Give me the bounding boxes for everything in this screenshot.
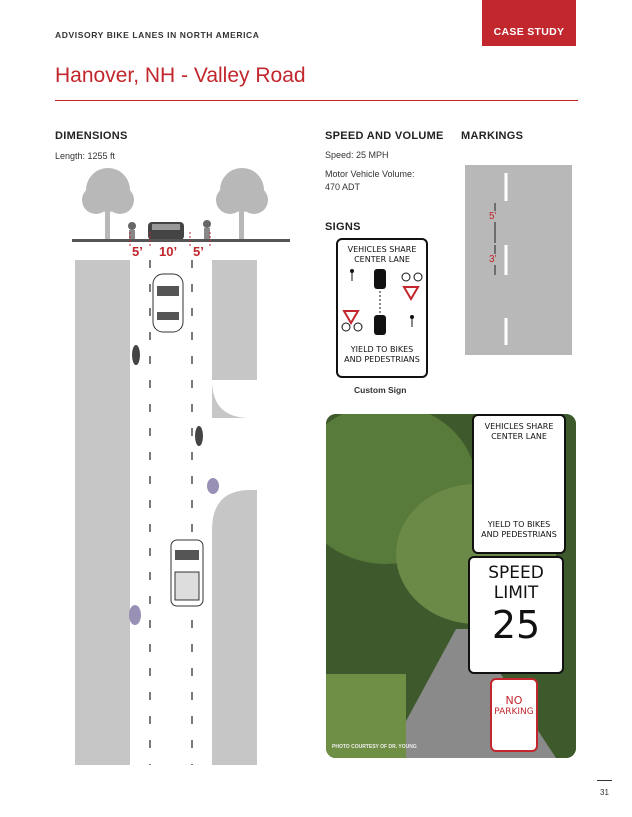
photo-sign-bottom-line2: AND PEDESTRIANS bbox=[481, 530, 557, 539]
photo-sign-top-line1: VEHICLES SHARE bbox=[484, 422, 554, 431]
publication-series-label: ADVISORY BIKE LANES IN NORTH AMERICA bbox=[55, 30, 260, 40]
speed-limit-sign: SPEED LIMIT 25 bbox=[468, 556, 564, 674]
length-text: Length: 1255 ft bbox=[55, 151, 116, 161]
ground-line bbox=[72, 239, 290, 242]
cyclist-plan-icon-4 bbox=[129, 605, 141, 625]
speed-text: Speed: 25 MPH bbox=[325, 150, 389, 160]
yield-icon-left bbox=[342, 310, 360, 325]
center-lane-width: 10’ bbox=[159, 244, 178, 259]
road-plan-view bbox=[75, 260, 257, 765]
custom-sign-caption: Custom Sign bbox=[354, 385, 407, 395]
stripe-length-label: 3’ bbox=[489, 254, 497, 265]
right-lane-width: 5’ bbox=[193, 244, 204, 259]
left-lane-width: 5’ bbox=[132, 244, 143, 259]
custom-sign: VEHICLES SHARE CENTER LANE YIELD TO BIKE… bbox=[336, 238, 428, 378]
signs-heading: SIGNS bbox=[325, 221, 361, 233]
speed-volume-heading: SPEED AND VOLUME bbox=[325, 130, 444, 142]
cyclist-plan-icon-3 bbox=[207, 478, 219, 494]
sign-top-line2: CENTER LANE bbox=[354, 255, 410, 264]
cyclist-right-icon bbox=[203, 220, 211, 240]
photo-sign-bottom-line1: YIELD TO BIKES bbox=[487, 520, 551, 529]
speed-limit-value: 25 bbox=[491, 603, 541, 647]
sign-bottom-line2: AND PEDESTRIANS bbox=[344, 355, 420, 364]
limit-word: LIMIT bbox=[493, 583, 539, 603]
volume-label: Motor Vehicle Volume: bbox=[325, 169, 415, 179]
page-title: Hanover, NH - Valley Road bbox=[55, 64, 306, 87]
street-photo: VEHICLES SHARE CENTER LANE YIELD TO BIKE… bbox=[326, 414, 576, 758]
car-top-icon bbox=[152, 273, 184, 333]
left-sidewalk-area bbox=[75, 260, 130, 765]
photo-advisory-sign: VEHICLES SHARE CENTER LANE YIELD TO BIKE… bbox=[472, 414, 566, 554]
tree-right-icon bbox=[216, 168, 268, 240]
dimensions-heading: DIMENSIONS bbox=[55, 130, 128, 142]
car-section-icon bbox=[148, 222, 184, 240]
cyclist-plan-icon-1 bbox=[132, 345, 140, 365]
page-number-rule bbox=[597, 780, 612, 781]
case-study-tab: CASE STUDY bbox=[482, 0, 576, 46]
photo-sign-top-line2: CENTER LANE bbox=[491, 432, 547, 441]
cyclist-left-icon bbox=[128, 222, 136, 242]
speed-word: SPEED bbox=[488, 563, 544, 583]
photo-credit: PHOTO COURTESY OF DR. YOUNG bbox=[332, 744, 417, 750]
right-lower-area bbox=[212, 490, 257, 765]
sign-top-line1: VEHICLES SHARE bbox=[347, 245, 417, 254]
title-divider bbox=[55, 100, 578, 101]
sign-symbols bbox=[341, 269, 423, 335]
sign-bottom-line1: YIELD TO BIKES bbox=[350, 345, 414, 354]
no-word: NO bbox=[505, 694, 523, 707]
no-parking-sign: NO PARKING bbox=[490, 678, 538, 752]
markings-heading: MARKINGS bbox=[461, 130, 524, 142]
stripe-gap-label: 5’ bbox=[489, 211, 497, 222]
parking-word: PARKING bbox=[494, 707, 534, 717]
tree-left-icon bbox=[82, 168, 134, 240]
truck-top-icon bbox=[170, 539, 204, 607]
page-number: 31 bbox=[600, 788, 609, 797]
cross-section-illustration bbox=[72, 168, 290, 246]
yield-icon-right bbox=[402, 286, 420, 301]
volume-value: 470 ADT bbox=[325, 182, 361, 192]
markings-diagram bbox=[465, 165, 572, 355]
cyclist-plan-icon-2 bbox=[195, 426, 203, 446]
